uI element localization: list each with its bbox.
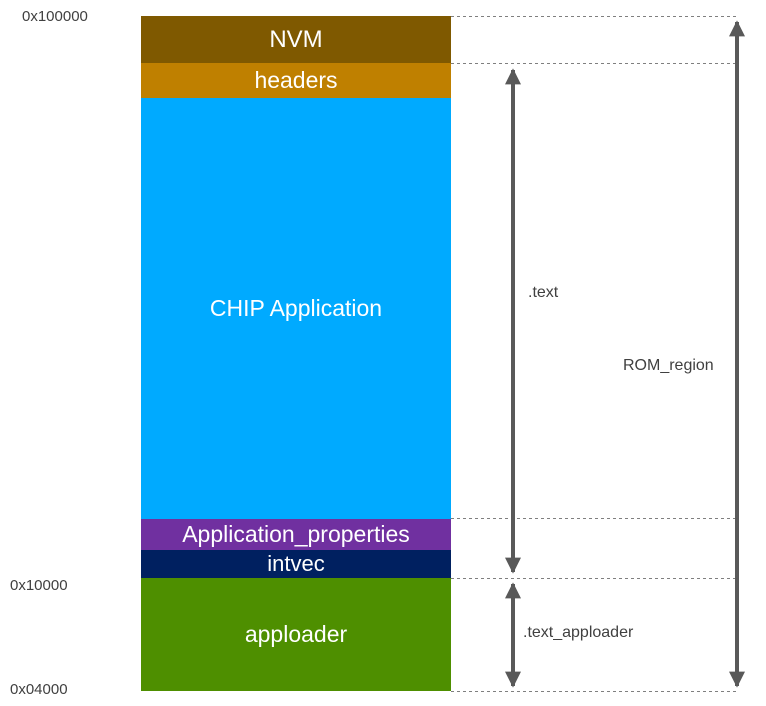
guide-lines [451, 16, 738, 692]
region-intvec: intvec [141, 550, 451, 578]
label-rom-region: ROM_region [623, 357, 714, 374]
region-chip-application-label: CHIP Application [209, 295, 383, 321]
region-intvec-label: intvec [267, 551, 325, 576]
region-nvm: NVM [141, 16, 451, 63]
region-headers: headers [141, 63, 451, 98]
address-mid: 0x10000 [10, 577, 68, 594]
region-apploader-label: apploader [244, 621, 348, 647]
region-chip-application: CHIP Application [141, 98, 451, 519]
address-bottom: 0x04000 [10, 681, 68, 698]
region-nvm-label: NVM [269, 25, 323, 53]
dimension-arrows [505, 20, 745, 688]
region-headers-label: headers [254, 67, 338, 93]
region-application-properties: Application_properties [141, 519, 451, 550]
label-text: .text [528, 284, 559, 301]
region-application-properties-label: Application_properties [182, 521, 410, 547]
address-top: 0x100000 [22, 8, 88, 25]
region-apploader: apploader [141, 578, 451, 691]
label-text-apploader: .text_apploader [523, 624, 634, 641]
